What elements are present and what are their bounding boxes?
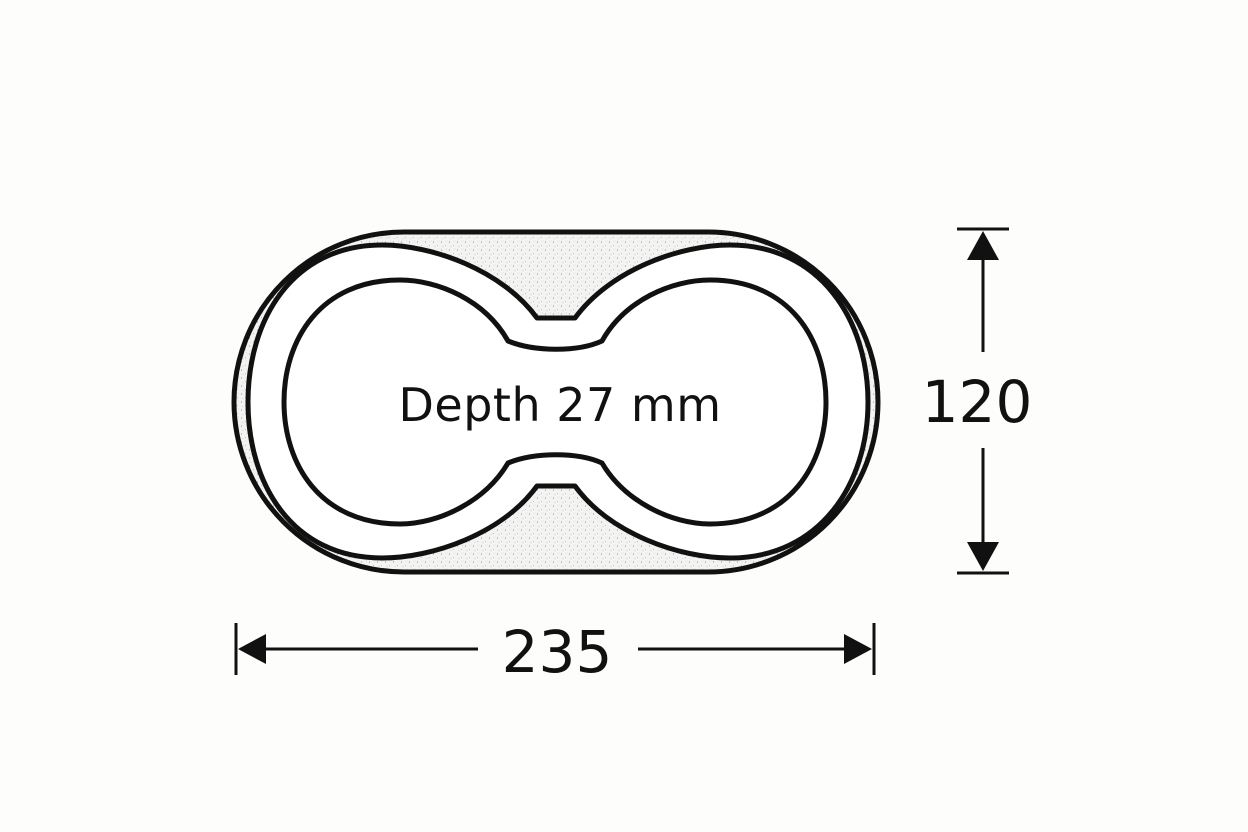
depth-label: Depth 27 mm bbox=[398, 378, 722, 432]
width-dimension bbox=[234, 623, 876, 675]
arrow-left-icon bbox=[238, 634, 266, 664]
arrow-down-icon bbox=[967, 542, 999, 571]
height-dimension bbox=[957, 227, 1009, 575]
cup-wells-outline bbox=[281, 277, 829, 527]
arrow-up-icon bbox=[967, 231, 999, 260]
height-dimension-value: 120 bbox=[921, 368, 1033, 436]
width-dimension-value: 235 bbox=[501, 618, 613, 686]
arrow-right-icon bbox=[844, 634, 872, 664]
